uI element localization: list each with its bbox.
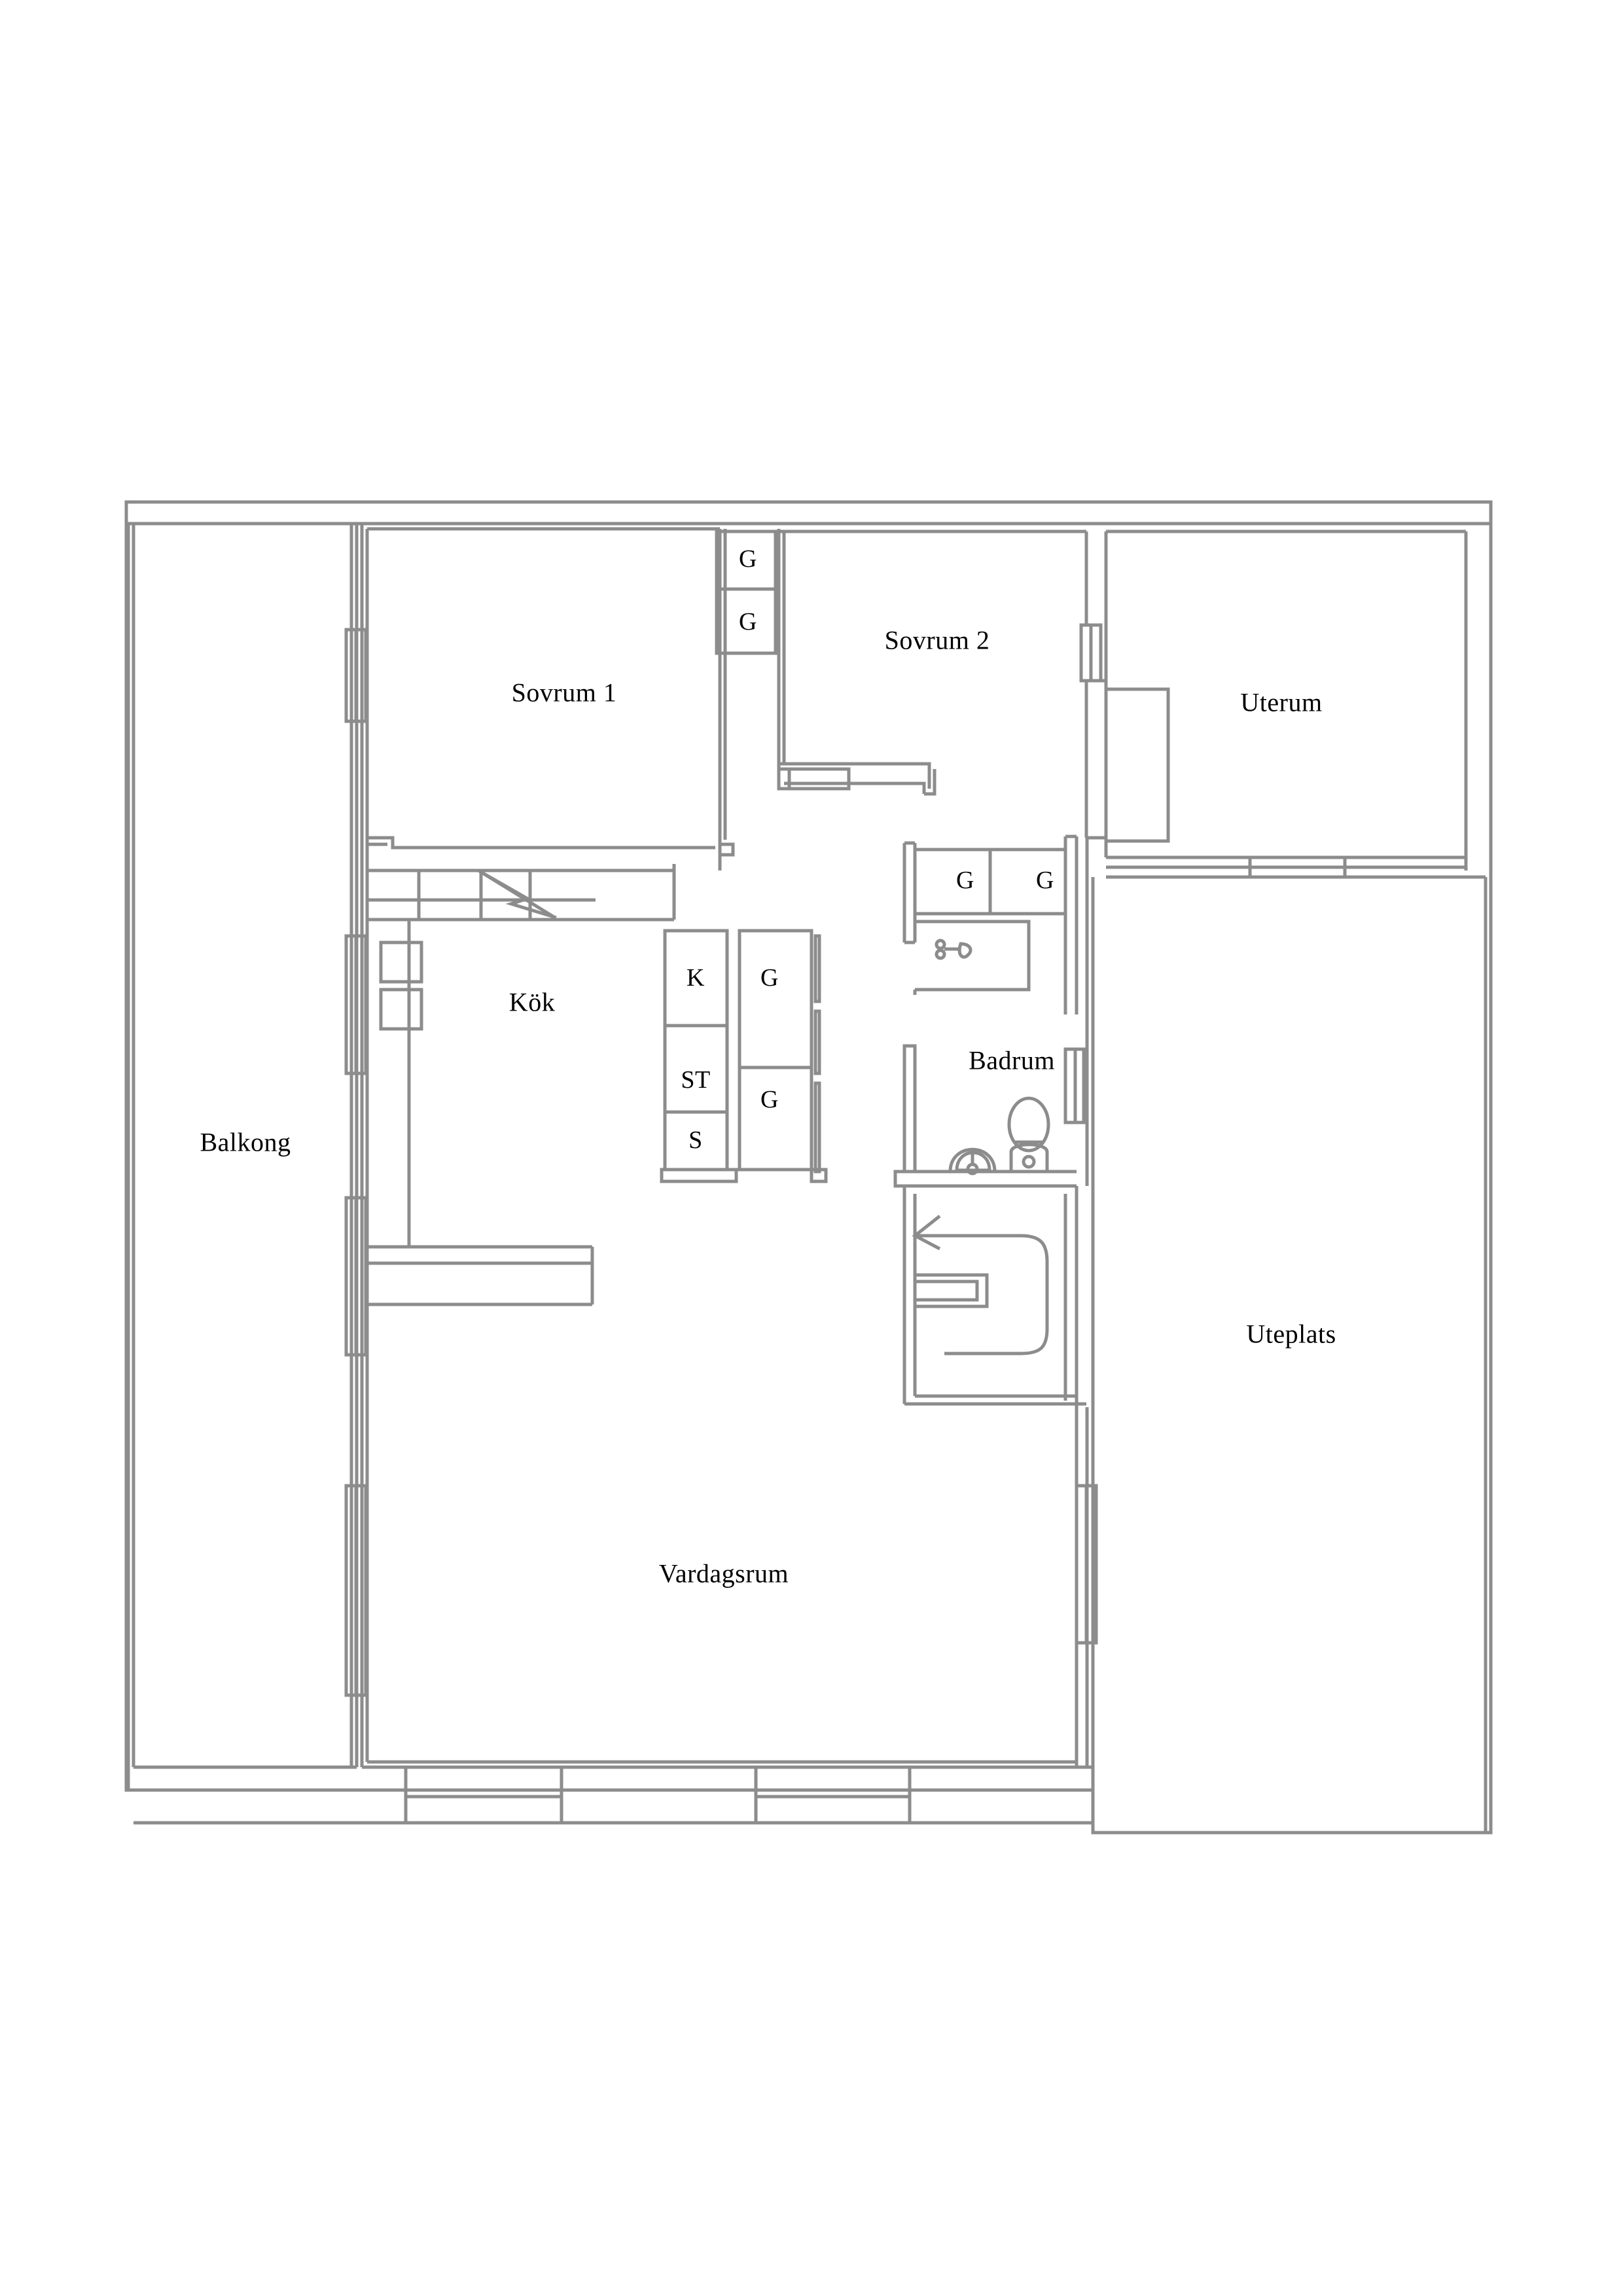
cabinet-column-plinth	[660, 1168, 738, 1183]
sovrum1-bottom-wall	[367, 836, 715, 850]
cabinet-g-handle-3	[813, 1081, 821, 1174]
toilet-bowl	[1007, 1096, 1050, 1153]
closet-label-g-kitchen-upper: G	[760, 964, 779, 992]
closet-label-s-kitchen: S	[688, 1126, 703, 1154]
kok-inner-edge	[407, 920, 592, 1249]
entry-door-leaf-inner	[913, 1280, 979, 1302]
room-label-sovrum1: Sovrum 1	[511, 677, 617, 708]
closet-label-g-kitchen-lower: G	[760, 1086, 779, 1113]
uterum-vestibule-box	[1106, 687, 1170, 843]
badrum-west-wall-stub	[902, 1044, 917, 1174]
wash-basin-bowl-upper	[957, 942, 972, 959]
stove-zigzag-icon	[477, 869, 557, 920]
wash-basin-drain	[966, 1162, 979, 1175]
toilet-tank	[1009, 1143, 1049, 1174]
sovrum2-bottom-wall-upper	[779, 762, 931, 789]
faucet-knob-1	[935, 939, 946, 950]
closet-label-k-kitchen: K	[687, 964, 705, 992]
room-label-vardagsrum: Vardagsrum	[658, 1558, 789, 1588]
closet-label-g-hall-left: G	[956, 867, 974, 894]
faucet-knob-2	[935, 948, 946, 960]
closet-label-g-sovrum1-upper: G	[739, 545, 757, 573]
cabinet-g-handle-1	[813, 934, 821, 1003]
sovrum2-west-and-bottom-wall	[777, 529, 851, 791]
cabinet-g-handle-2	[813, 1009, 821, 1075]
sovrum1-wall-jog	[718, 842, 735, 857]
entry-door-swing-arc	[915, 1234, 1049, 1355]
room-label-kok: Kök	[508, 987, 556, 1017]
sovrum2-bottom-wall-lower	[784, 781, 926, 794]
kitchen-sink-basin-2	[379, 988, 423, 1031]
sovrum2-bottom-wall-cap	[924, 769, 936, 796]
entry-door-arrow-head	[912, 1215, 941, 1251]
closet-label-g-hall-right: G	[1036, 867, 1054, 894]
room-label-sovrum2: Sovrum 2	[884, 625, 990, 655]
badrum-bottom-wall	[893, 1170, 1077, 1188]
closet-label-st-kitchen: ST	[681, 1066, 711, 1094]
room-label-badrum: Badrum	[969, 1045, 1055, 1075]
cabinet-g-upper	[738, 929, 813, 1069]
cabinet-g-lower	[738, 1066, 813, 1172]
room-label-uteplats: Uteplats	[1246, 1319, 1336, 1349]
sovrum2-wall-stub	[777, 769, 791, 791]
cabinet-g-plinth	[810, 1168, 828, 1183]
kitchen-sink-basin-1	[379, 941, 423, 984]
wash-basin-outline	[948, 1147, 997, 1174]
closet-g-hall-left	[913, 848, 992, 916]
wash-basin-inner	[955, 1151, 991, 1172]
badrum-vanity	[915, 920, 1031, 992]
toilet-button	[1022, 1155, 1036, 1169]
room-label-balkong: Balkong	[200, 1127, 291, 1157]
room-label-uterum: Uterum	[1240, 687, 1323, 717]
closet-label-g-sovrum1-lower: G	[739, 608, 757, 636]
